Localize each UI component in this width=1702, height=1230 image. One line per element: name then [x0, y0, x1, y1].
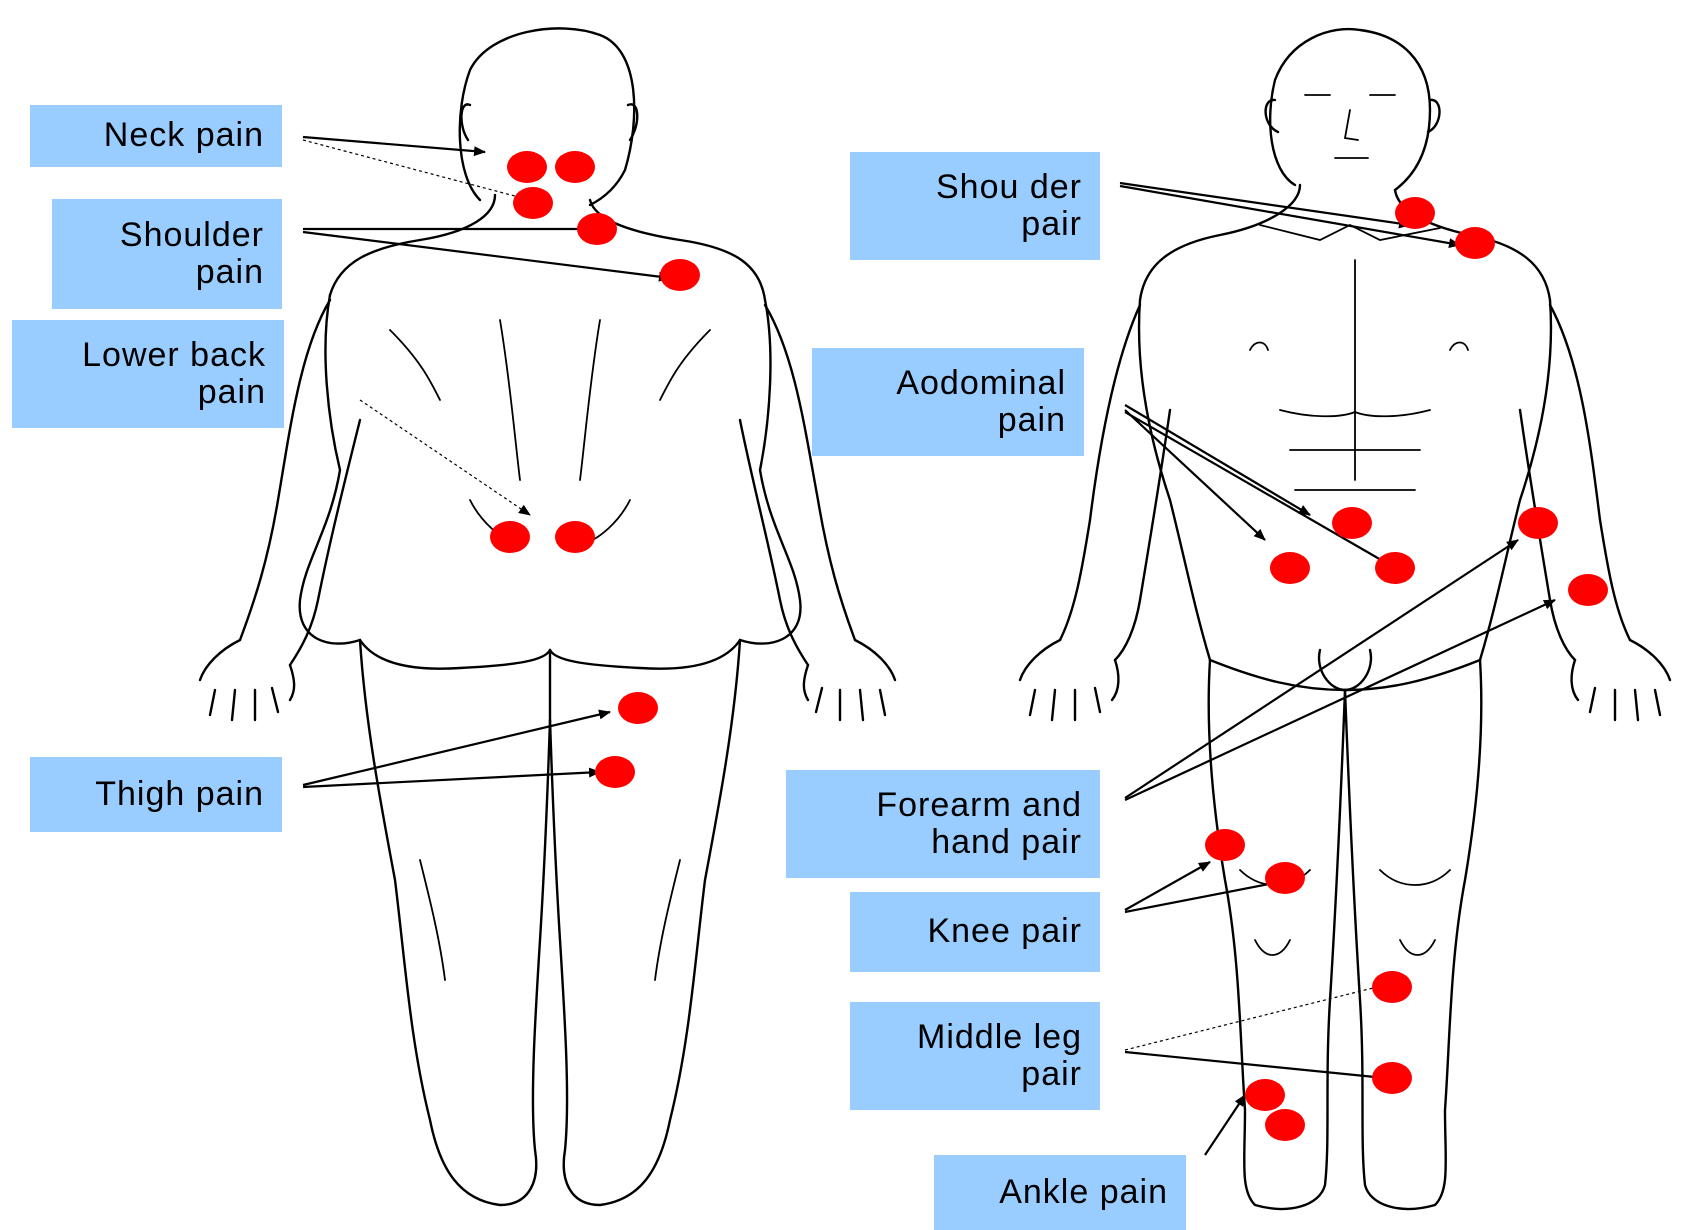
front-view-figure — [1020, 29, 1670, 1209]
label-forearm-hand-pain-text: Forearm and hand pair — [876, 787, 1082, 862]
pain-dot-abdominal-3 — [1375, 552, 1415, 584]
neck-arrow-1 — [303, 137, 485, 152]
pain-dot-shoulder-front-1 — [1395, 197, 1435, 229]
label-lower-back-pain-text: Lower back pain — [82, 337, 266, 412]
pain-dot-knee-1 — [1205, 829, 1245, 861]
label-middle-leg-pain-text: Middle leg pair — [917, 1019, 1082, 1094]
ankle-arrow-1 — [1205, 1095, 1245, 1155]
label-shoulder-pain-back-text: Shoulder pain — [120, 217, 264, 292]
pain-dot-forearm-1 — [1518, 507, 1558, 539]
pain-dot-lower-back-right — [555, 521, 595, 553]
abdominal-arrow-1 — [1125, 405, 1310, 515]
pain-dot-abdominal-1 — [1332, 507, 1372, 539]
label-knee-pain: Knee pair — [850, 892, 1100, 972]
pain-dot-middle-leg-2 — [1372, 1062, 1412, 1094]
shoulder-back-arrow-2 — [303, 232, 670, 278]
pain-dot-thigh-1 — [618, 692, 658, 724]
label-neck-pain-text: Neck pain — [104, 117, 264, 154]
pain-dot-middle-leg-1 — [1372, 971, 1412, 1003]
pain-dot-neck-left — [507, 151, 547, 183]
lower-back-arrow — [360, 400, 530, 515]
middle-leg-arrow-1 — [1125, 985, 1385, 1050]
pain-dot-lower-back-left — [490, 521, 530, 553]
label-ankle-pain-text: Ankle pain — [999, 1174, 1168, 1211]
pain-dot-shoulder-back-1 — [577, 213, 617, 245]
label-ankle-pain: Ankle pain — [934, 1155, 1186, 1230]
neck-arrow-2 — [303, 140, 530, 200]
label-thigh-pain: Thigh pain — [30, 757, 282, 832]
pain-dot-neck-low — [513, 187, 553, 219]
pain-dot-neck-right — [555, 151, 595, 183]
label-shoulder-pain-back: Shoulder pain — [52, 199, 282, 309]
pain-dot-forearm-2 — [1568, 574, 1608, 606]
label-lower-back-pain: Lower back pain — [12, 320, 284, 428]
label-neck-pain: Neck pain — [30, 105, 282, 167]
label-thigh-pain-text: Thigh pain — [95, 776, 264, 813]
label-shoulder-pain-front: Shou der pair — [850, 152, 1100, 260]
label-abdominal-pain: Aodominal pain — [812, 348, 1084, 456]
middle-leg-arrow-2 — [1125, 1052, 1385, 1078]
pain-dot-abdominal-2 — [1270, 552, 1310, 584]
label-knee-pain-text: Knee pair — [927, 913, 1082, 950]
label-forearm-hand-pain: Forearm and hand pair — [786, 770, 1100, 878]
shoulder-front-arrow-1 — [1120, 183, 1410, 225]
pain-dot-ankle-1 — [1245, 1079, 1285, 1111]
pain-dot-shoulder-front-2 — [1455, 227, 1495, 259]
pain-dot-knee-2 — [1265, 862, 1305, 894]
pain-dot-ankle-2 — [1265, 1109, 1305, 1141]
label-middle-leg-pain: Middle leg pair — [850, 1002, 1100, 1110]
label-shoulder-pain-front-text: Shou der pair — [936, 169, 1082, 244]
label-abdominal-pain-text: Aodominal pain — [896, 365, 1066, 440]
pain-dot-shoulder-back-2 — [660, 259, 700, 291]
pain-dot-thigh-2 — [595, 756, 635, 788]
forearm-arrow-2 — [1125, 600, 1555, 800]
